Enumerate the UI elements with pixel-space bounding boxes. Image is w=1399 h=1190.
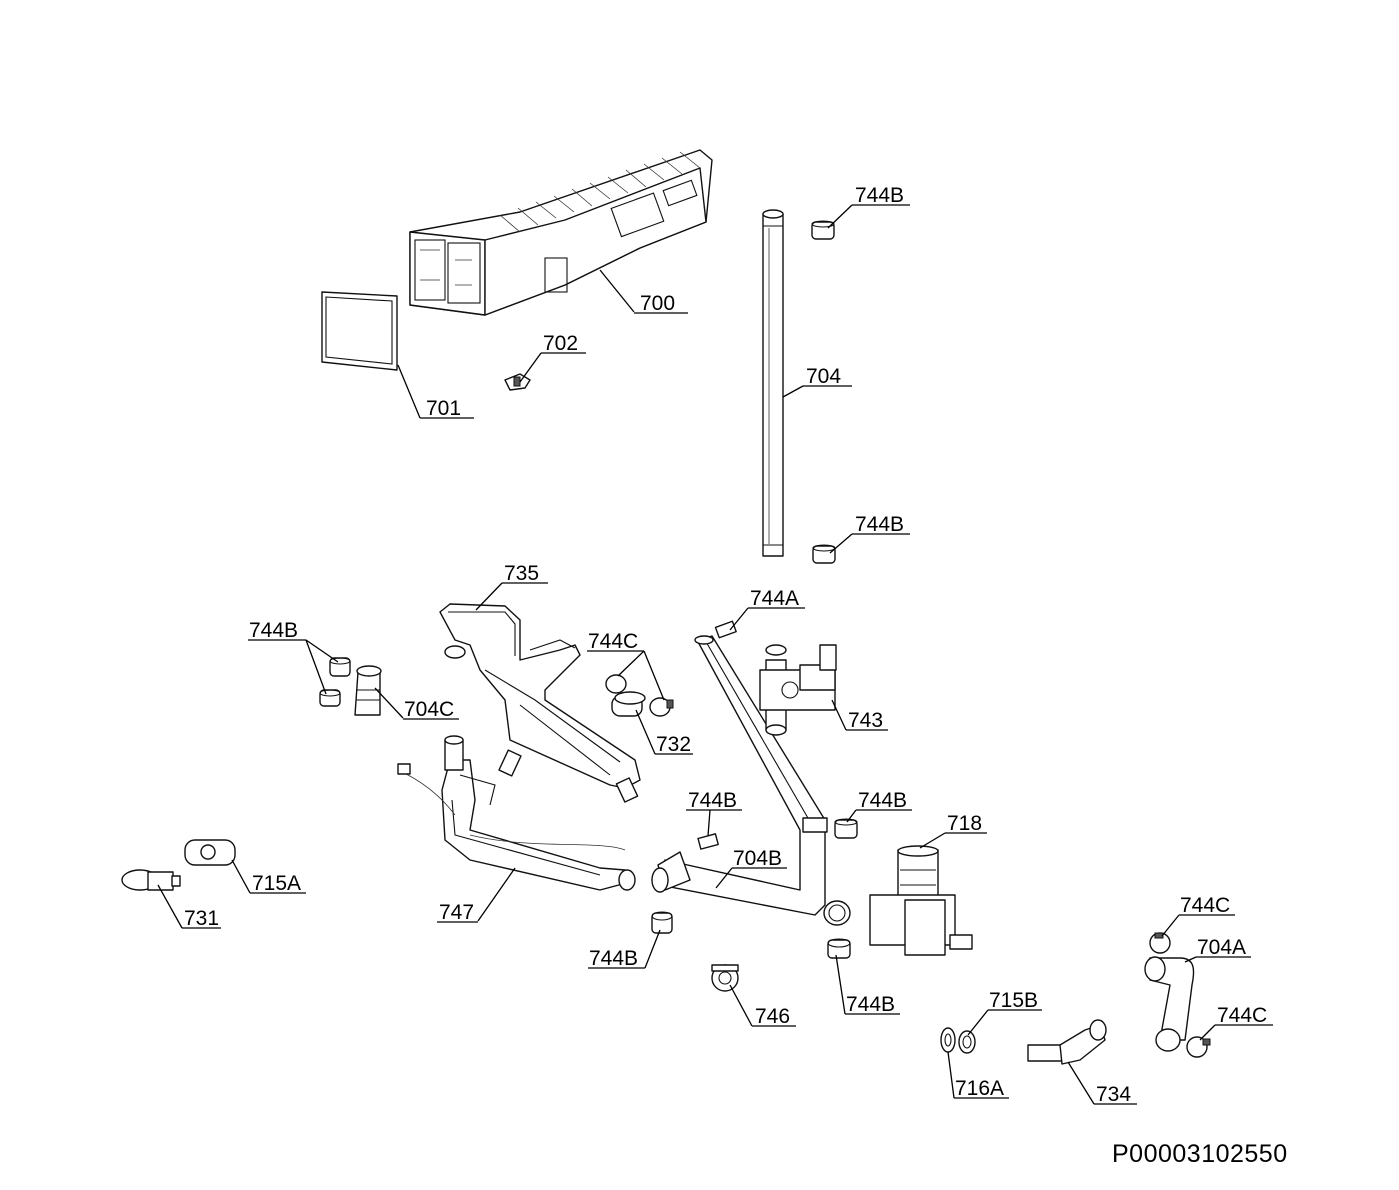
part-731-sensor [121,869,181,891]
part-732-sleeve [611,691,646,717]
part-702-clip [504,373,531,391]
part-718-valve-block [869,845,973,956]
part-715B-ring [958,1030,976,1054]
part-744C-clamp-right-top [1149,932,1171,954]
part-744B-clamp-center [697,833,719,850]
part-704B-hose [651,635,851,926]
leader-lines [157,204,1273,1105]
label-744B-bottom-left: 744B [589,947,638,970]
part-744B-clamp-bottom-left [651,911,673,934]
part-744B-clamp-mid [812,544,836,564]
label-735: 735 [504,562,539,585]
label-704A: 704A [1197,936,1246,959]
label-701: 701 [426,397,461,420]
part-744B-clamp-top [811,220,835,240]
part-735-air-duct [439,603,641,803]
part-744C-clamp-mid [605,674,674,717]
label-744B-bottom-right: 744B [846,993,895,1016]
label-704: 704 [806,365,841,388]
label-734: 734 [1096,1083,1131,1106]
drawing-reference-code: P00003102550 [1112,1140,1288,1168]
part-744B-clamp-right [834,818,858,839]
label-744B-center: 744B [688,789,737,812]
label-744B-top: 744B [855,184,904,207]
label-716A: 716A [955,1077,1004,1100]
label-744C-right-top: 744C [1180,894,1230,917]
callout-labels: 700 701 702 704 744B 744B 735 744A 744B … [184,184,1267,1106]
part-744A-connector [714,620,737,639]
part-747-hose-assembly [397,735,636,891]
label-744C-mid: 744C [588,630,638,653]
label-715B: 715B [989,989,1038,1012]
part-744B-clamp-bottom-right [827,938,851,959]
part-744C-clamp-right-bottom [1186,1036,1211,1058]
label-744B-right: 744B [858,789,907,812]
part-746-fitting [711,964,739,992]
part-715A-gasket [184,839,236,866]
label-718: 718 [947,812,982,835]
label-700: 700 [640,292,675,315]
label-704C: 704C [404,698,454,721]
part-743-valve [759,644,837,736]
label-702: 702 [543,332,578,355]
part-744B-clamp-left [319,657,351,707]
part-700-dispenser-housing [409,149,713,316]
part-704C-sleeve [354,665,382,716]
label-744B-mid: 744B [855,513,904,536]
label-732: 732 [656,733,691,756]
part-734-elbow [1027,1019,1107,1065]
label-744C-right-bottom: 744C [1217,1004,1267,1027]
part-716A-ring [940,1027,956,1053]
part-704-tube [762,209,784,557]
label-746: 746 [755,1005,790,1028]
part-704A-hose [1144,956,1195,1052]
label-704B: 704B [733,847,782,870]
label-743: 743 [848,709,883,732]
label-744A: 744A [750,587,799,610]
label-715A: 715A [252,872,301,895]
part-701-panel [321,291,398,371]
label-744B-left: 744B [249,619,298,642]
label-731: 731 [184,907,219,930]
label-747: 747 [439,901,474,924]
